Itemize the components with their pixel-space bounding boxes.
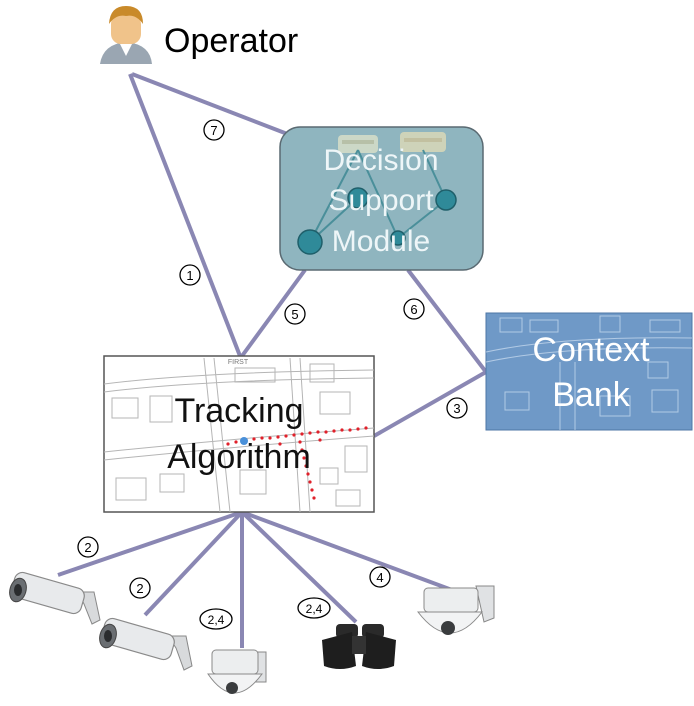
link-label-sensor-2: 2 bbox=[136, 581, 143, 596]
link-label-5: 5 bbox=[291, 307, 298, 322]
link-label-1: 1 bbox=[186, 268, 193, 283]
operator-node[interactable]: Operator bbox=[100, 6, 298, 64]
dsm-network-nodes bbox=[297, 187, 457, 255]
link-label-7: 7 bbox=[210, 123, 217, 138]
dsm-title-line3: Module bbox=[332, 225, 430, 258]
tracking-title-line1: Tracking bbox=[174, 392, 303, 430]
dsm-title-line2: Support bbox=[328, 184, 434, 217]
link-label-sensor-3: 2,4 bbox=[208, 613, 225, 627]
link-sensor-1 bbox=[57, 510, 243, 577]
context-bank[interactable]: Context Bank bbox=[485, 312, 693, 431]
link-sensor-5 bbox=[241, 510, 453, 592]
tracking-title-line2: Algorithm bbox=[167, 438, 311, 476]
link-label-sensor-1: 2 bbox=[84, 540, 91, 555]
context-title-line1: Context bbox=[532, 331, 650, 369]
context-title-line2: Bank bbox=[552, 376, 630, 414]
map-street-label: FIRST bbox=[228, 359, 249, 366]
link-operator-dsm bbox=[131, 72, 291, 137]
link-label-3: 3 bbox=[453, 401, 460, 416]
link-sensor-2 bbox=[143, 510, 244, 617]
context-map-lines bbox=[485, 315, 693, 430]
dome-camera-icon[interactable] bbox=[416, 585, 495, 635]
dome-camera-icon[interactable] bbox=[207, 649, 267, 694]
link-dsm-context bbox=[406, 268, 488, 374]
dsm-title-line1: Decision bbox=[323, 144, 438, 177]
link-label-sensor-5: 4 bbox=[376, 570, 383, 585]
link-label-badges bbox=[77, 119, 468, 630]
server-icons bbox=[338, 132, 446, 153]
link-label-sensor-4: 2,4 bbox=[306, 602, 323, 616]
link-label-6: 6 bbox=[410, 302, 417, 317]
link-sensor-4 bbox=[240, 510, 358, 624]
bullet-camera-icon[interactable] bbox=[97, 617, 193, 671]
operator-icon bbox=[100, 6, 152, 64]
binoculars-icon[interactable] bbox=[322, 624, 396, 669]
tracking-map-lines bbox=[103, 357, 375, 513]
link-operator-tracking bbox=[128, 73, 242, 357]
operator-label: Operator bbox=[164, 22, 298, 60]
target-position-marker bbox=[240, 437, 248, 445]
bullet-camera-icon[interactable] bbox=[7, 571, 101, 625]
connection-lines bbox=[57, 72, 488, 648]
tracking-algorithm[interactable]: FIRST Tracking Algorithm bbox=[103, 355, 375, 513]
link-context-tracking bbox=[373, 370, 487, 438]
link-dsm-tracking bbox=[240, 268, 307, 358]
decision-support-module[interactable]: Decision Support Module bbox=[279, 126, 484, 271]
track-points bbox=[226, 426, 368, 500]
